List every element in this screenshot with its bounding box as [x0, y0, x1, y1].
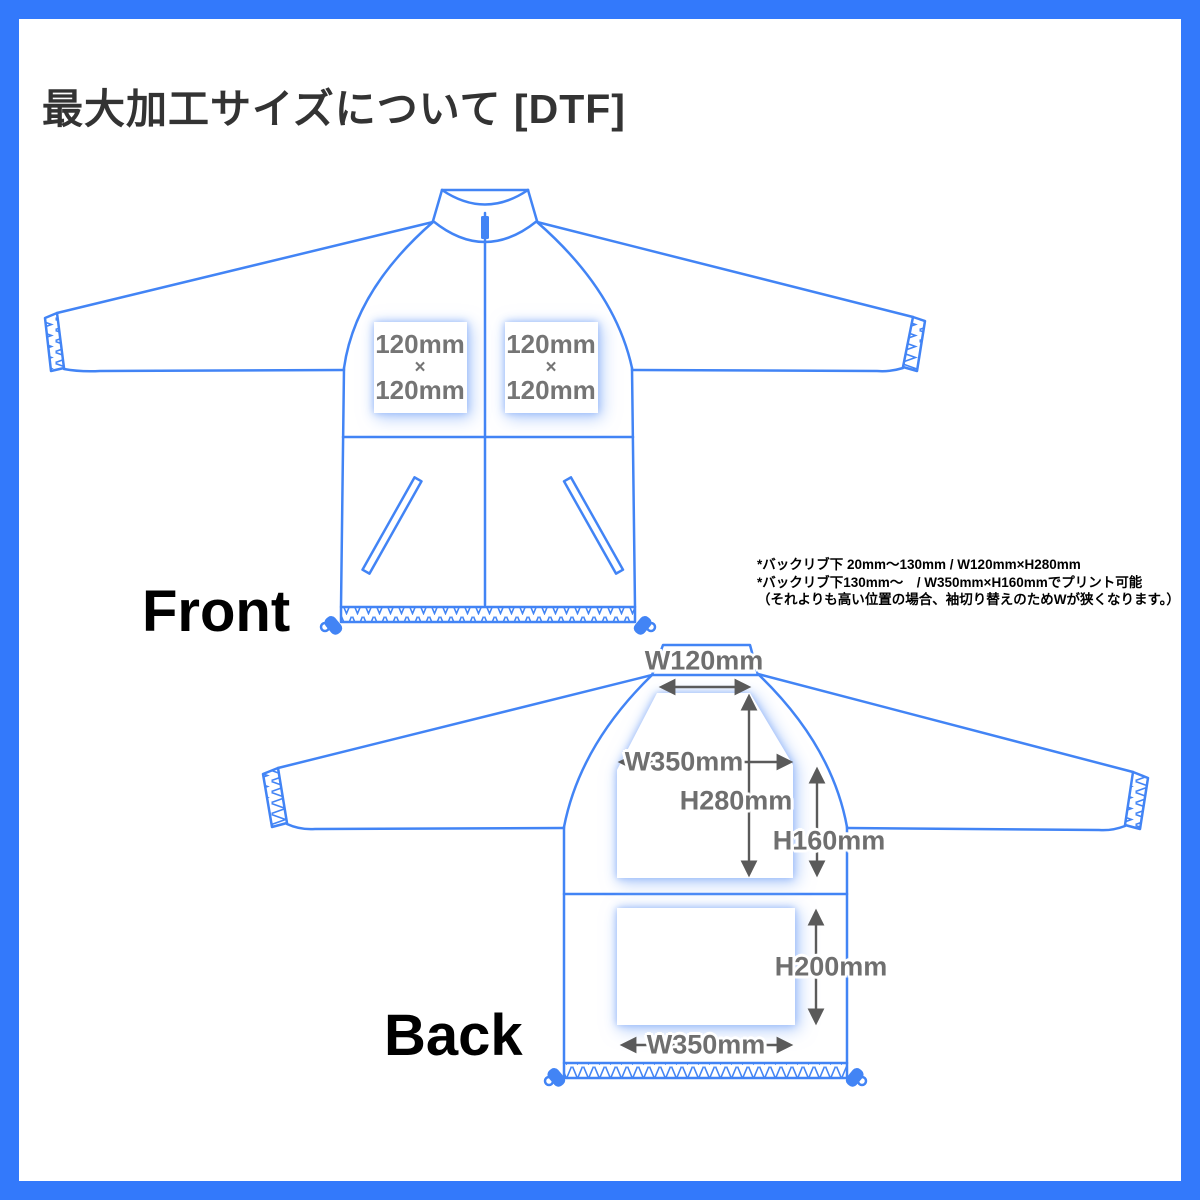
front-left-print-height: 120mm	[375, 374, 465, 405]
front-right-print-width: 120mm	[506, 328, 596, 359]
note-line-3: （それよりも高い位置の場合、袖切り替えのためWが狭くなります。）	[757, 592, 1180, 607]
front-left-print-width: 120mm	[375, 328, 465, 359]
front-right-print-size-label: 120mm × 120mm	[506, 330, 596, 404]
page-title: 最大加工サイズについて [DTF]	[42, 86, 626, 133]
back-jacket-outline	[261, 643, 1150, 1087]
note-line-2: *バックリブ下130mm～ / W350mm×H160mmでプリント可能	[757, 574, 1143, 590]
front-right-print-height: 120mm	[506, 374, 596, 405]
back-lower-height-label: H200mm	[774, 951, 888, 982]
print-position-notes: *バックリブ下 20mm～130mm / W120mm×H280mm *バックリ…	[757, 556, 1180, 609]
back-collar-width-label: W120mm	[644, 645, 764, 676]
front-pocket-slits	[361, 476, 625, 575]
multiply-sign: ×	[545, 356, 557, 378]
back-upper-height-label: H280mm	[679, 785, 793, 816]
front-hem-toggles	[319, 616, 657, 635]
front-zip-pull	[481, 216, 489, 239]
front-view-label: Front	[142, 579, 291, 644]
dimension-arrows	[617, 678, 826, 1054]
front-left-print-size-label: 120mm × 120mm	[375, 330, 465, 404]
back-hem-toggles	[543, 1068, 868, 1087]
back-lower-width-label: W350mm	[646, 1029, 766, 1060]
multiply-sign: ×	[414, 356, 426, 378]
front-jacket-outline	[43, 188, 927, 635]
back-print-areas	[617, 693, 795, 1025]
back-upper-width-label: W350mm	[624, 746, 744, 777]
back-upper-side-height-label: H160mm	[772, 825, 886, 856]
back-view-label: Back	[384, 1003, 523, 1068]
front-print-areas	[374, 322, 598, 413]
note-line-1: *バックリブ下 20mm～130mm / W120mm×H280mm	[757, 557, 1081, 572]
